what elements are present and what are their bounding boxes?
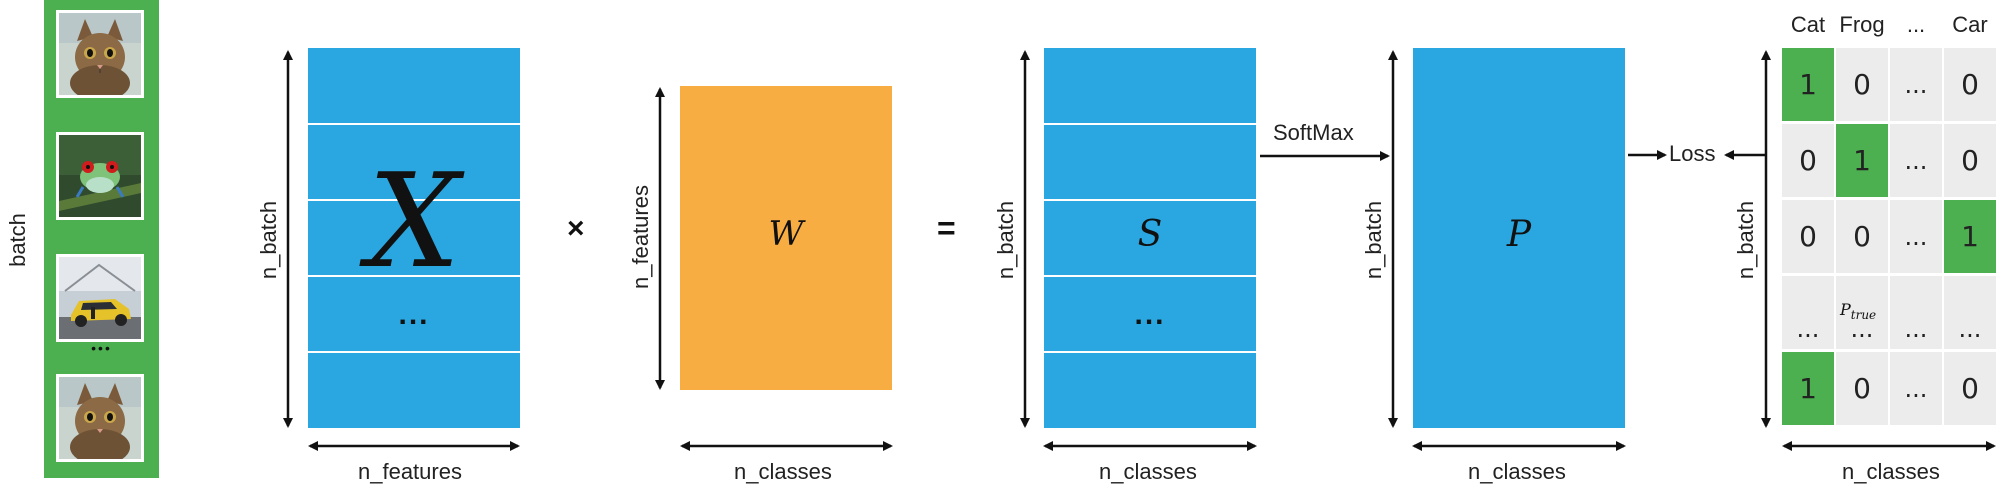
- w-matrix: W: [680, 86, 892, 390]
- w-symbol: W: [768, 214, 804, 254]
- w-horizontal-label: n_classes: [734, 459, 832, 484]
- p-symbol: P: [1506, 214, 1532, 255]
- table-cell: 1: [1944, 200, 1996, 273]
- car-image: [56, 254, 144, 342]
- table-cell: ...: [1890, 276, 1942, 349]
- softmax-label: SoftMax: [1273, 120, 1354, 145]
- onehot-horizontal-label: n_classes: [1842, 459, 1940, 484]
- equals-operator: =: [937, 210, 956, 246]
- x-ellipsis: ...: [398, 298, 430, 331]
- table-cell: 0: [1944, 352, 1996, 425]
- row-divider: [1044, 123, 1256, 125]
- row-divider: [308, 123, 520, 125]
- table-cell: ...: [1890, 124, 1942, 197]
- batch-ellipsis: •••: [91, 340, 112, 356]
- row-divider: [1044, 351, 1256, 353]
- table-cell: 1: [1836, 124, 1888, 197]
- table-cell: ...: [1890, 200, 1942, 273]
- x-horizontal-label: n_features: [358, 459, 462, 484]
- p-matrix: P: [1413, 48, 1625, 428]
- s-ellipsis: ...: [1134, 298, 1166, 331]
- column-header: ...: [1906, 12, 1926, 37]
- p-true-label: Ptrue: [1840, 300, 1876, 322]
- frog-image: [56, 132, 144, 220]
- table-cell: ...: [1782, 276, 1834, 349]
- x-matrix: X ...: [308, 48, 520, 428]
- batch-image-strip: •••: [44, 0, 159, 478]
- row-divider: [308, 351, 520, 353]
- table-cell: 1: [1782, 48, 1834, 121]
- table-cell: 0: [1782, 124, 1834, 197]
- column-header: Cat: [1790, 12, 1826, 37]
- column-header: Frog: [1839, 12, 1885, 37]
- table-cell: 0: [1836, 200, 1888, 273]
- table-cell: ...: [1890, 48, 1942, 121]
- table-cell: 0: [1944, 48, 1996, 121]
- x-symbol: X: [367, 145, 461, 297]
- table-cell: 0: [1782, 200, 1834, 273]
- p-horizontal-label: n_classes: [1468, 459, 1566, 484]
- loss-label: Loss: [1669, 141, 1716, 166]
- column-header: Car: [1952, 12, 1988, 37]
- row-divider: [1044, 199, 1256, 201]
- row-divider: [308, 275, 520, 277]
- row-divider: [308, 199, 520, 201]
- s-symbol: S: [1137, 214, 1163, 255]
- table-cell: 0: [1836, 48, 1888, 121]
- table-cell: 0: [1944, 124, 1996, 197]
- p-true-main: P: [1840, 300, 1851, 319]
- table-cell: ...: [1890, 352, 1942, 425]
- table-cell: ...: [1836, 276, 1888, 349]
- row-divider: [1044, 275, 1256, 277]
- s-horizontal-label: n_classes: [1099, 459, 1197, 484]
- p-true-sub: true: [1850, 308, 1877, 323]
- cat-image: [56, 10, 144, 98]
- table-cell: 1: [1782, 352, 1834, 425]
- cat-image: [56, 374, 144, 462]
- s-matrix: S ...: [1044, 48, 1256, 428]
- table-cell: 0: [1836, 352, 1888, 425]
- table-cell: ...: [1944, 276, 1996, 349]
- times-operator: ×: [567, 212, 585, 245]
